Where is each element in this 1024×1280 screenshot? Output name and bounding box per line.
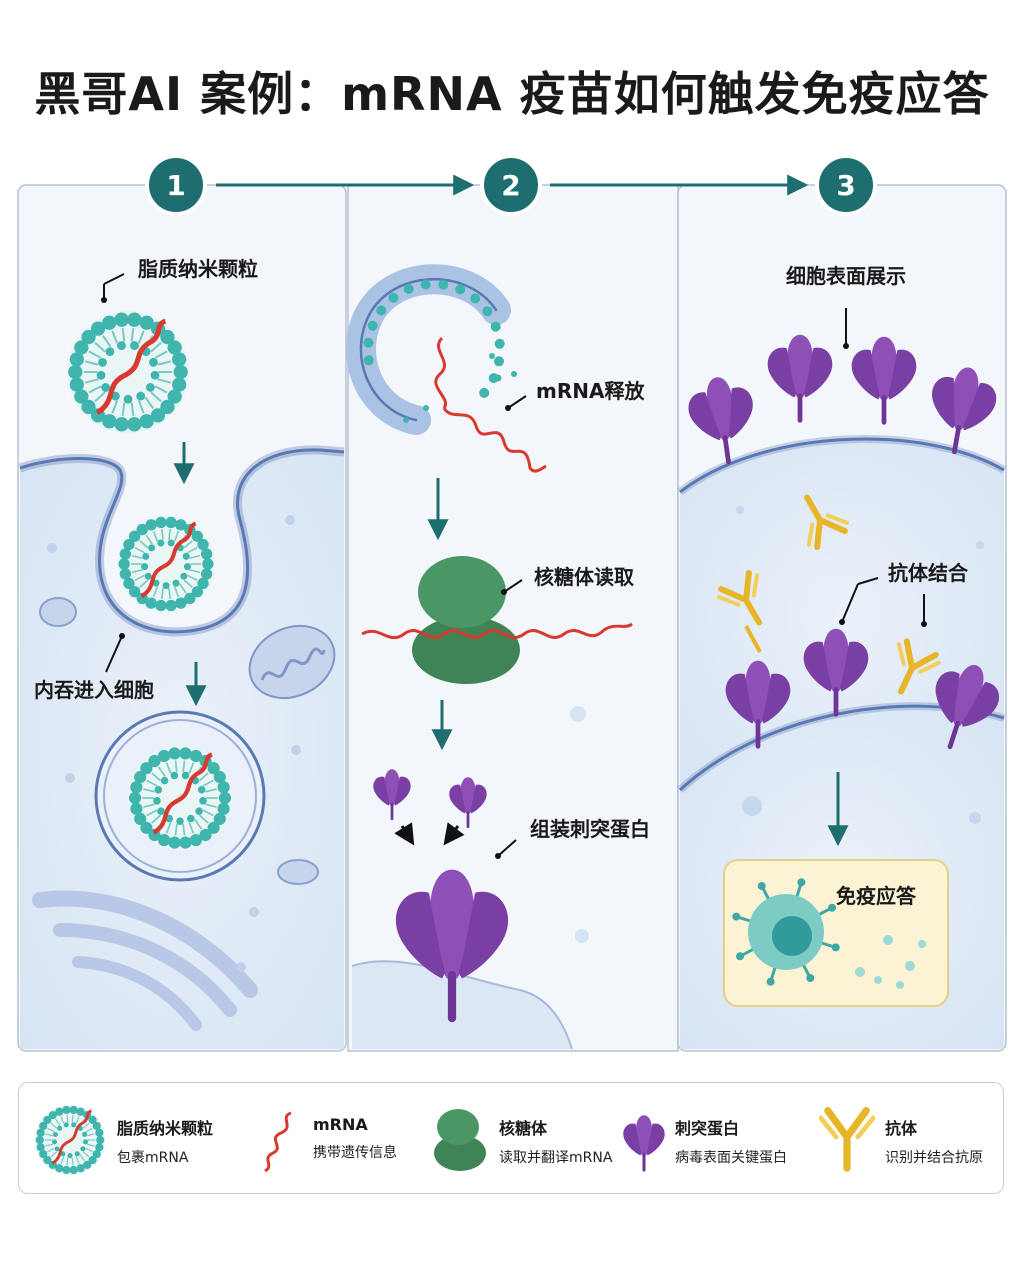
label-surface-display: 细胞表面展示 (786, 264, 906, 288)
legend-spike-desc: 病毒表面关键蛋白 (675, 1150, 787, 1166)
legend-ribosome-desc: 读取并翻译mRNA (499, 1150, 613, 1166)
legend-mrna-desc: 携带遗传信息 (313, 1145, 397, 1161)
legend-lipid-title: 脂质纳米颗粒 (117, 1119, 214, 1138)
lipid-nanoparticle-2 (117, 515, 214, 612)
label-mrna-release: mRNA释放 (536, 379, 645, 403)
step-1-number: 1 (166, 169, 185, 202)
lipid-nanoparticle-1 (67, 311, 189, 433)
label-assemble-spike: 组装刺突蛋白 (530, 817, 650, 841)
lipid-nanoparticle-icon (33, 1103, 107, 1177)
label-antibody-binding: 抗体结合 (888, 561, 969, 585)
legend-ribosome-title: 核糖体 (499, 1119, 548, 1138)
legend: 脂质纳米颗粒 包裹mRNA mRNA 携带遗传信息 核糖体 读取并翻译mRNA … (18, 1082, 1004, 1194)
spike-protein-icon (621, 1113, 667, 1172)
immune-cell-icon (732, 878, 840, 986)
ribosome-icon (434, 1109, 486, 1171)
ribosome-translating (361, 556, 633, 684)
mrna-vaccine-diagram: 脂质纳米颗粒 内吞进入细胞 mRNA释放 核糖体读取 组装刺突蛋白 (17, 154, 1024, 1052)
label-lipid-nanoparticle: 脂质纳米颗粒 (138, 257, 258, 281)
legend-spike-title: 刺突蛋白 (675, 1119, 740, 1138)
page-title: 黑哥AI 案例：mRNA 疫苗如何触发免疫应答 (34, 67, 990, 121)
step-2-badge (480, 154, 542, 216)
legend-antibody-desc: 识别并结合抗原 (885, 1150, 983, 1166)
lipid-nanoparticle-3 (128, 746, 232, 850)
step-1-badge (145, 154, 207, 216)
mrna-icon (264, 1111, 292, 1173)
legend-lipid-desc: 包裹mRNA (117, 1150, 189, 1166)
antibody-icon (819, 1101, 875, 1179)
step-3-number: 3 (836, 169, 855, 202)
step-2-number: 2 (501, 169, 520, 202)
label-endocytosis: 内吞进入细胞 (34, 678, 154, 702)
legend-antibody-title: 抗体 (885, 1119, 918, 1138)
label-immune-response: 免疫应答 (836, 884, 917, 908)
label-ribosome-reading: 核糖体读取 (534, 565, 634, 589)
step-3-badge (815, 154, 877, 216)
legend-mrna-title: mRNA (313, 1115, 368, 1134)
panel-2-scene (346, 264, 547, 473)
